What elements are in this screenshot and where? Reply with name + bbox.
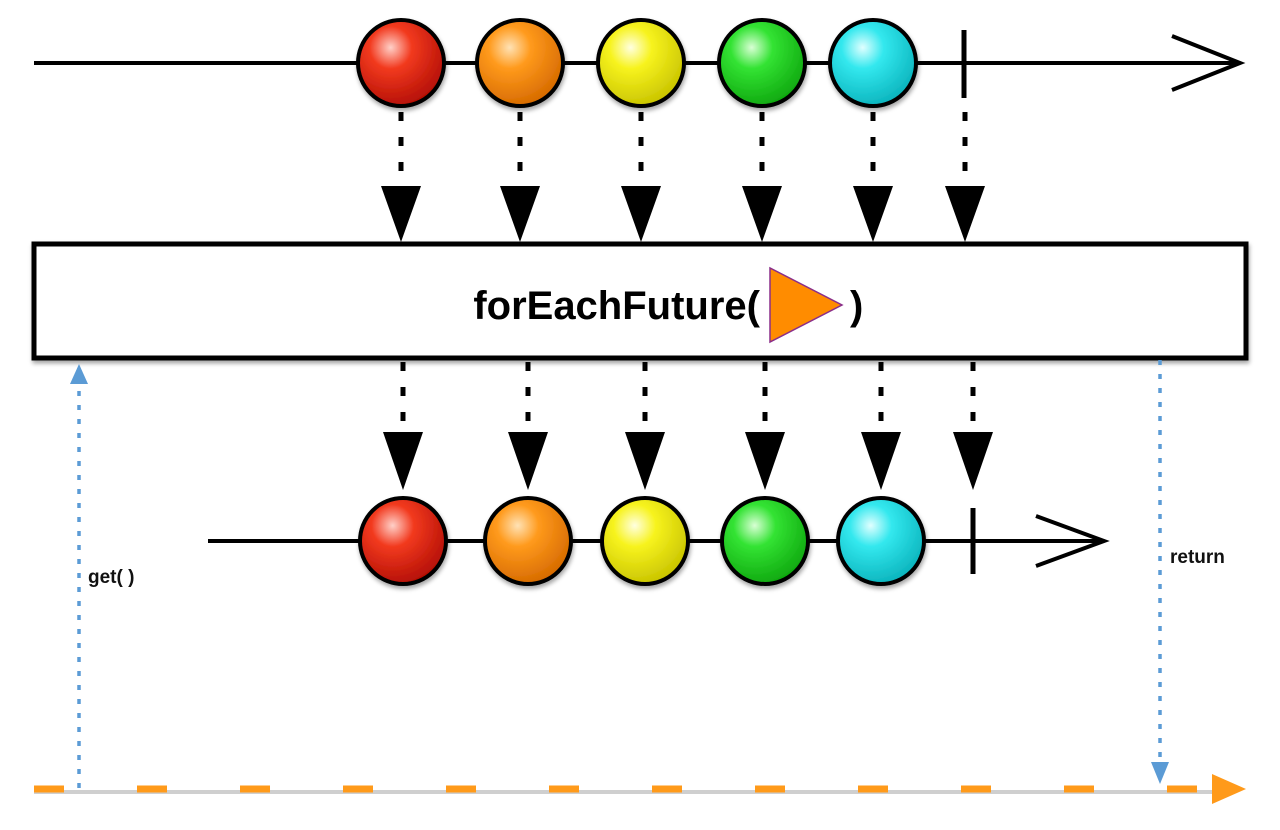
arrow-out-head-5 — [953, 432, 993, 490]
source-timeline-arrowhead — [1171, 34, 1246, 92]
source-marble-orange — [475, 18, 565, 108]
arrow-in-head-3 — [742, 186, 782, 242]
return-label: return — [1170, 547, 1225, 568]
output-timeline-arrowhead — [1035, 514, 1110, 568]
arrow-in-head-2 — [621, 186, 661, 242]
source-marble-red — [356, 18, 446, 108]
output-marble-green — [720, 496, 810, 586]
get-call-arrow: get( ) — [70, 364, 134, 788]
output-timeline — [208, 496, 1110, 586]
emission-arrows-in — [381, 112, 985, 242]
arrow-in-head-4 — [853, 186, 893, 242]
arrow-in-head-1 — [500, 186, 540, 242]
operator-name-suffix: ) — [850, 284, 863, 328]
source-marbles — [356, 18, 918, 108]
future-timeline-arrowhead — [1212, 774, 1246, 804]
get-arrowhead — [70, 364, 88, 384]
orange-triangle-icon — [769, 266, 844, 344]
source-timeline — [34, 18, 1246, 108]
get-label: get( ) — [88, 567, 134, 588]
source-marble-yellow — [596, 18, 686, 108]
output-marble-red — [358, 496, 448, 586]
operator-box: forEachFuture( ) — [31, 241, 1249, 361]
output-marble-cyan — [836, 496, 926, 586]
arrow-out-head-2 — [625, 432, 665, 490]
return-arrowhead — [1151, 762, 1169, 784]
return-arrow: return — [1151, 360, 1225, 784]
output-marble-orange — [483, 496, 573, 586]
source-marble-green — [717, 18, 807, 108]
operator-name-prefix: forEachFuture( — [473, 284, 760, 328]
arrow-out-head-0 — [383, 432, 423, 490]
emission-arrows-out — [383, 362, 993, 490]
output-marbles — [358, 496, 926, 586]
arrow-out-head-4 — [861, 432, 901, 490]
future-timeline — [34, 774, 1246, 804]
arrow-in-head-0 — [381, 186, 421, 242]
output-marble-yellow — [600, 496, 690, 586]
arrow-out-head-1 — [508, 432, 548, 490]
arrow-out-head-3 — [745, 432, 785, 490]
source-marble-cyan — [828, 18, 918, 108]
arrow-in-head-5 — [945, 186, 985, 242]
